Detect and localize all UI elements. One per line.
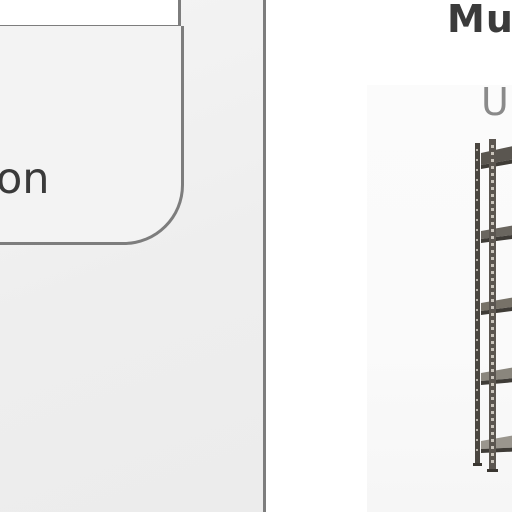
top-card[interactable] [0, 0, 181, 28]
product-image-label: U [481, 85, 509, 124]
product-image[interactable]: U [367, 85, 512, 512]
shelf-foot-back [473, 463, 482, 466]
panel-divider [263, 0, 266, 512]
shelf-foot-front [487, 469, 498, 472]
left-panel: on [0, 0, 264, 512]
back-post-slot-holes [476, 149, 478, 451]
shelf-boards [481, 146, 512, 453]
option-card-label: on [0, 154, 50, 204]
shelf-post-front [489, 139, 496, 471]
shelf-post-back [475, 143, 480, 465]
product-title: Mu [447, 0, 512, 41]
metal-shelving-unit-image [473, 139, 512, 472]
post-slot-holes [491, 145, 494, 463]
option-card[interactable] [0, 26, 184, 245]
